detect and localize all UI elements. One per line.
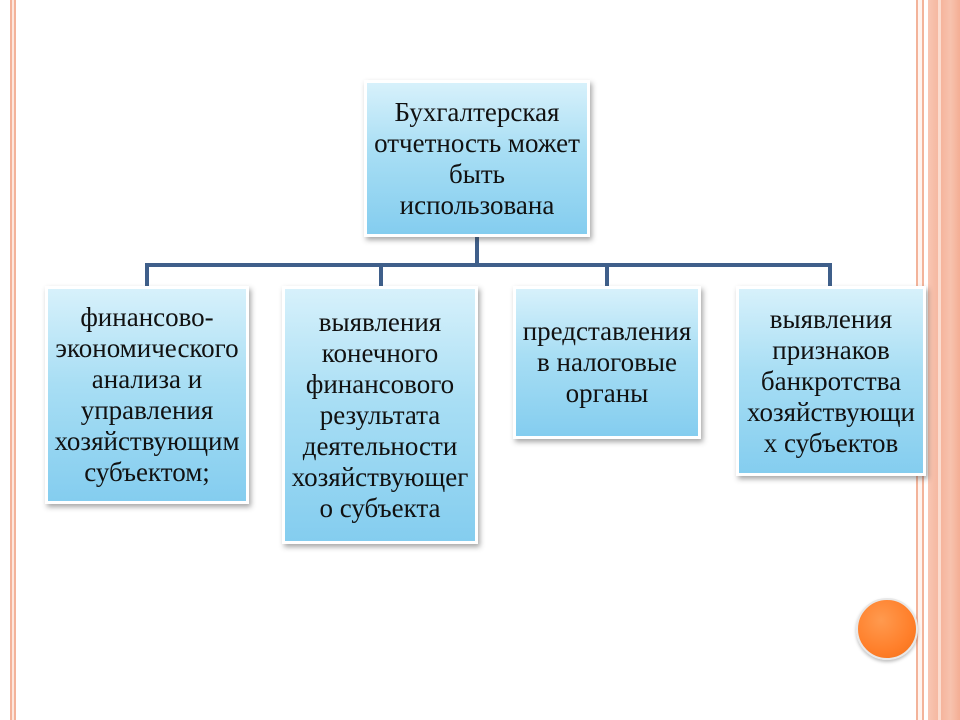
child-node-bankruptcy-signs: выявления признаков банкротства хозяйств… — [736, 286, 926, 476]
decorative-frame-right-stripe — [938, 0, 941, 720]
decorative-frame-right-outer — [928, 0, 960, 720]
root-node: Бухгалтерская отчетность может быть испо… — [364, 80, 590, 237]
child-node-final-result: выявления конечного финансового результа… — [282, 286, 478, 544]
child-node-financial-analysis: финансово- экономического анализа и упра… — [45, 286, 249, 504]
decorative-frame-left — [10, 0, 16, 720]
orange-circle-icon — [856, 598, 918, 660]
child-node-tax-authorities: представления в налоговые органы — [513, 286, 701, 439]
